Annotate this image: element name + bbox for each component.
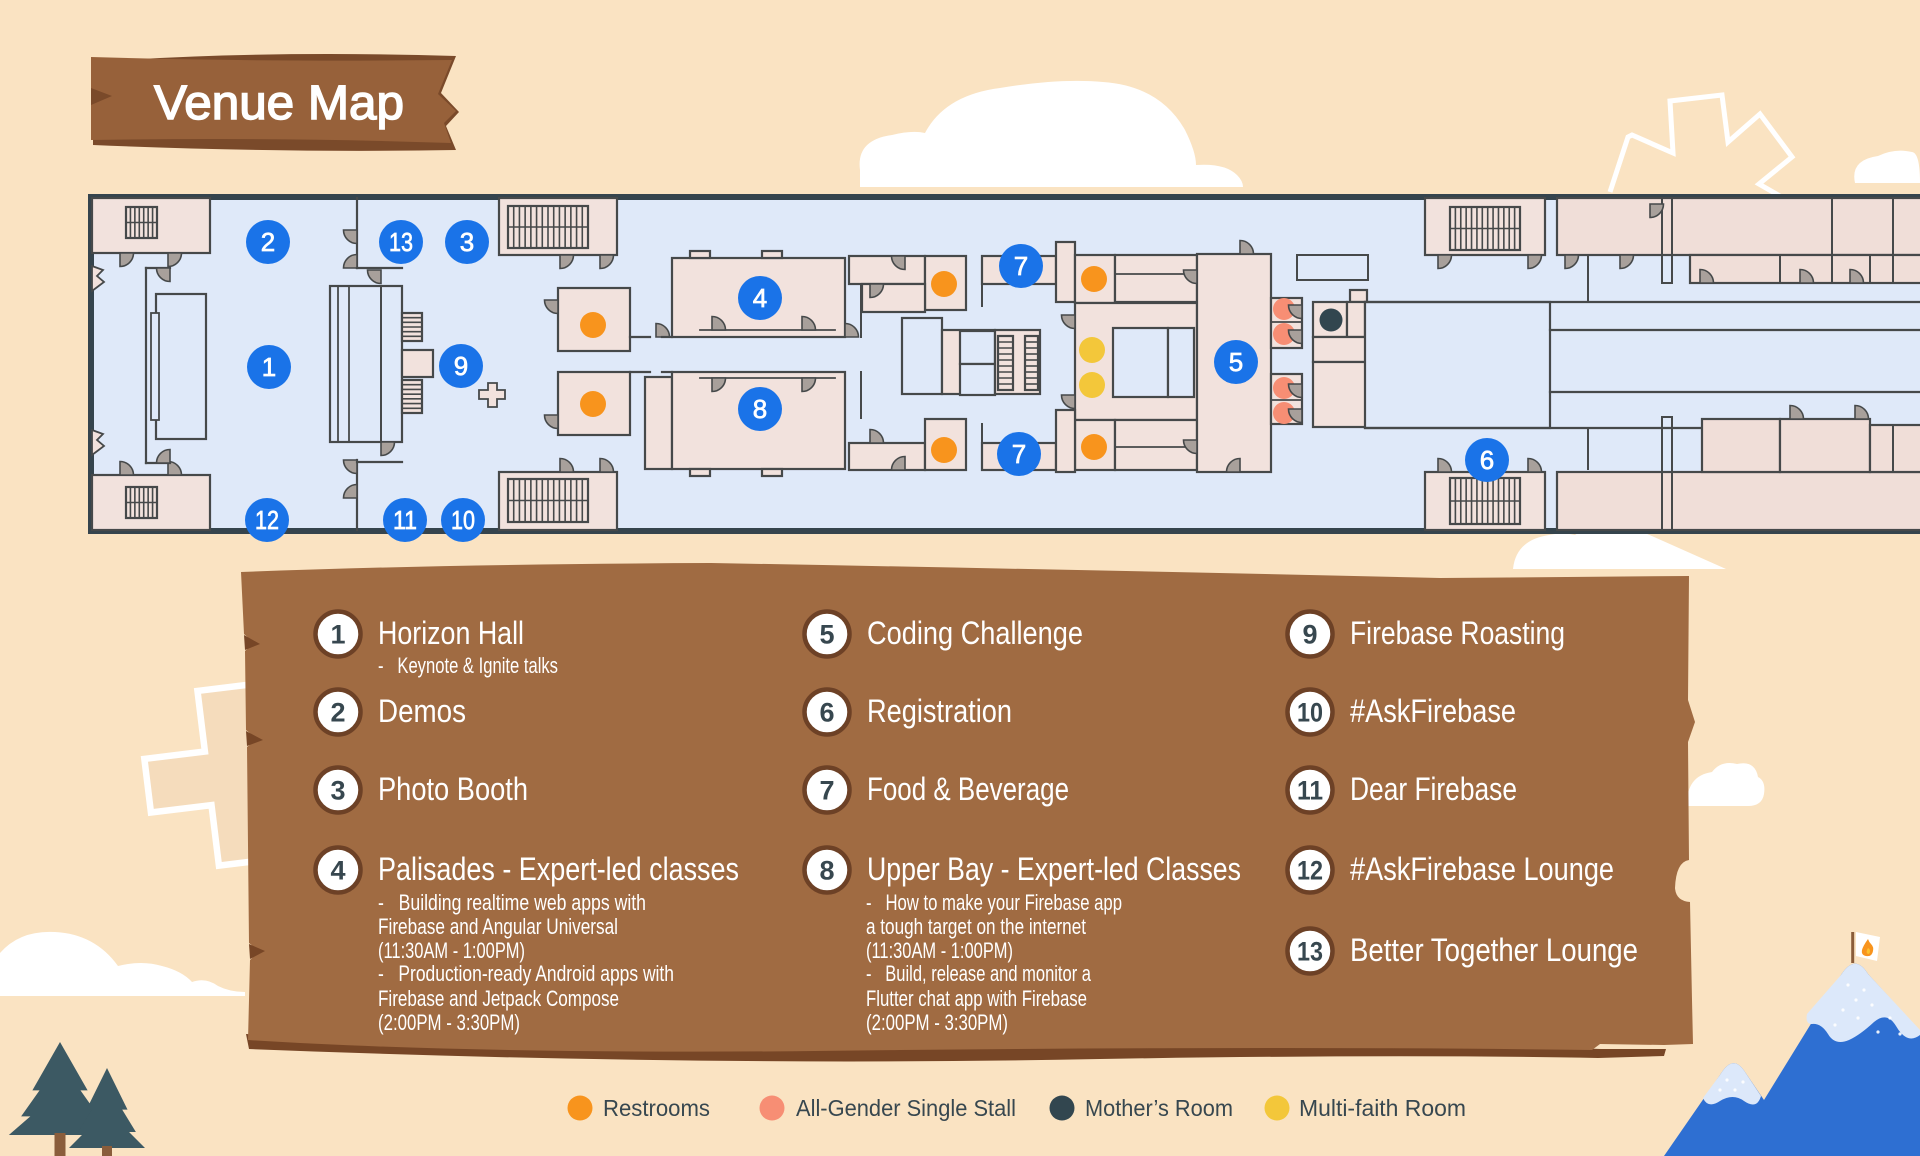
- svg-text:8: 8: [819, 856, 834, 886]
- svg-text:9: 9: [454, 351, 468, 381]
- svg-text:Registration: Registration: [867, 693, 1012, 729]
- svg-text:a tough target on the internet: a tough target on the internet: [866, 914, 1086, 939]
- svg-text:Mother’s Room: Mother’s Room: [1085, 1095, 1233, 1121]
- svg-text:- Build, release and monitor: - Build, release and monitor a: [866, 961, 1092, 986]
- svg-text:Horizon Hall: Horizon Hall: [378, 615, 524, 651]
- svg-text:- How to make your Firebase: - How to make your Firebase app: [866, 890, 1122, 915]
- svg-text:10: 10: [451, 505, 475, 535]
- svg-text:(2:00PM - 3:30PM): (2:00PM - 3:30PM): [866, 1010, 1008, 1035]
- svg-text:(11:30AM - 1:00PM): (11:30AM - 1:00PM): [378, 938, 525, 963]
- svg-text:#AskFirebase: #AskFirebase: [1350, 693, 1516, 729]
- svg-text:4: 4: [753, 283, 767, 313]
- svg-text:Multi-faith Room: Multi-faith Room: [1299, 1095, 1466, 1121]
- svg-text:Venue Map: Venue Map: [154, 77, 404, 130]
- svg-text:1: 1: [262, 352, 276, 382]
- svg-text:Firebase and Angular Universal: Firebase and Angular Universal: [378, 914, 618, 939]
- svg-text:2: 2: [330, 698, 345, 728]
- svg-text:7: 7: [1012, 439, 1026, 469]
- svg-text:All-Gender Single Stall: All-Gender Single Stall: [796, 1095, 1016, 1121]
- svg-text:13: 13: [389, 227, 413, 257]
- svg-text:Dear Firebase: Dear Firebase: [1350, 771, 1517, 807]
- svg-text:Better Together Lounge: Better Together Lounge: [1350, 932, 1638, 968]
- svg-text:Restrooms: Restrooms: [603, 1095, 710, 1121]
- svg-text:(2:00PM - 3:30PM): (2:00PM - 3:30PM): [378, 1010, 520, 1035]
- svg-text:7: 7: [819, 776, 834, 806]
- svg-text:- Keynote & Ignite talks: - Keynote & Ignite talks: [378, 653, 558, 678]
- svg-text:Firebase Roasting: Firebase Roasting: [1350, 615, 1565, 651]
- svg-text:11: 11: [1297, 776, 1323, 806]
- svg-text:10: 10: [1297, 698, 1323, 728]
- svg-text:8: 8: [753, 394, 767, 424]
- svg-text:Coding Challenge: Coding Challenge: [867, 615, 1083, 651]
- svg-text:2: 2: [261, 227, 275, 257]
- svg-text:5: 5: [819, 620, 834, 650]
- svg-text:7: 7: [1014, 251, 1028, 281]
- svg-text:12: 12: [1297, 856, 1323, 886]
- svg-text:5: 5: [1229, 347, 1243, 377]
- svg-text:- Production-ready Android a: - Production-ready Android apps with: [378, 961, 674, 986]
- svg-text:Palisades - Expert-led classes: Palisades - Expert-led classes: [378, 851, 739, 887]
- svg-text:Photo Booth: Photo Booth: [378, 771, 528, 807]
- svg-text:Flutter chat app with Firebase: Flutter chat app with Firebase: [866, 986, 1087, 1011]
- svg-text:12: 12: [255, 505, 279, 535]
- svg-text:3: 3: [460, 227, 474, 257]
- svg-text:11: 11: [393, 505, 417, 535]
- svg-text:Demos: Demos: [378, 693, 466, 729]
- svg-text:6: 6: [819, 698, 834, 728]
- svg-text:9: 9: [1302, 620, 1317, 650]
- svg-text:3: 3: [330, 776, 345, 806]
- svg-text:4: 4: [330, 856, 345, 886]
- svg-text:6: 6: [1480, 445, 1494, 475]
- svg-text:(11:30AM - 1:00PM): (11:30AM - 1:00PM): [866, 938, 1013, 963]
- svg-text:1: 1: [330, 620, 345, 650]
- svg-text:13: 13: [1297, 937, 1323, 967]
- svg-text:Firebase and Jetpack Compose: Firebase and Jetpack Compose: [378, 986, 619, 1011]
- svg-text:Food & Beverage: Food & Beverage: [867, 771, 1069, 807]
- svg-text:- Building realtime web apps: - Building realtime web apps with: [378, 890, 646, 915]
- svg-text:Upper Bay - Expert-led Classes: Upper Bay - Expert-led Classes: [867, 851, 1241, 887]
- svg-text:#AskFirebase Lounge: #AskFirebase Lounge: [1350, 851, 1614, 887]
